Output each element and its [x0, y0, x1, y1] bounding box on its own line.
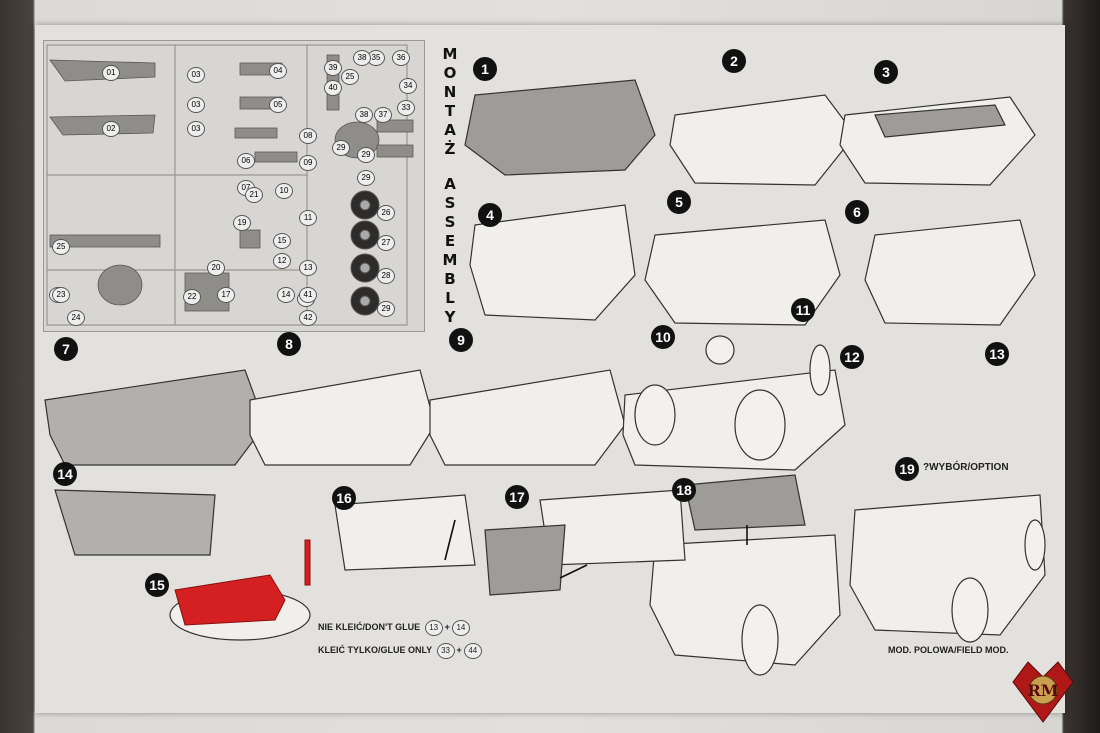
sprue-part-label: 29 — [357, 147, 375, 163]
sprue-part-label: 04 — [269, 63, 287, 79]
sprue-part-label: 23 — [52, 287, 70, 303]
sprue-part-label: 03 — [187, 97, 205, 113]
sprue-part-label: 28 — [377, 268, 395, 284]
sprue-part-label: 26 — [377, 205, 395, 221]
sprue-part-label: 34 — [399, 78, 417, 94]
sprue-part-label: 38 — [355, 107, 373, 123]
part-ref-13: 13 — [424, 620, 443, 636]
sprue-part-label: 06 — [237, 153, 255, 169]
step-badge-18: 18 — [672, 478, 696, 502]
sprue-part-label: 37 — [374, 107, 392, 123]
step-badge-12: 12 — [840, 345, 864, 369]
sprue-part-label: 19 — [233, 215, 251, 231]
sprue-part-label: 09 — [299, 155, 317, 171]
sprue-part-label: 10 — [275, 183, 293, 199]
step-badge-2: 2 — [722, 49, 746, 73]
part-ref-44: 44 — [463, 643, 482, 659]
step-badge-3: 3 — [874, 60, 898, 84]
sprue-part-label: 29 — [332, 140, 350, 156]
sprue-part-label: 39 — [324, 60, 342, 76]
field-mod-label: MOD. POLOWA/FIELD MOD. — [888, 645, 1009, 655]
sprue-part-label: 29 — [357, 170, 375, 186]
part-ref-33: 33 — [436, 643, 455, 659]
sprue-part-label: 05 — [269, 97, 287, 113]
sprue-part-label: 24 — [67, 310, 85, 326]
step-badge-10: 10 — [651, 325, 675, 349]
sprue-part-label: 02 — [102, 121, 120, 137]
logo-text: RM — [1027, 681, 1058, 700]
dont-glue-note: NIE KLEIĆ/DON'T GLUE 13+14 — [318, 620, 472, 636]
sprue-part-label: 03 — [187, 121, 205, 137]
sprue-part-label: 29 — [377, 301, 395, 317]
sprue-part-label: 08 — [299, 128, 317, 144]
step-badge-17: 17 — [505, 485, 529, 509]
sprue-part-label: 42 — [299, 310, 317, 326]
step-badge-9: 9 — [449, 328, 473, 352]
sprue-part-label: 14 — [277, 287, 295, 303]
step-badge-7: 7 — [54, 337, 78, 361]
sprue-part-label: 13 — [299, 260, 317, 276]
step-badge-16: 16 — [332, 486, 356, 510]
sprue-part-label: 27 — [377, 235, 395, 251]
step-badge-15: 15 — [145, 573, 169, 597]
glue-only-note: KLEIĆ TYLKO/GLUE ONLY 33+44 — [318, 643, 484, 659]
sprue-part-label: 11 — [299, 210, 317, 226]
rm-logo-watermark: RM — [1012, 661, 1074, 723]
sprue-part-label: 22 — [183, 289, 201, 305]
sprue-part-label: 36 — [392, 50, 410, 66]
sprue-part-label: 20 — [207, 260, 225, 276]
step-badge-6: 6 — [845, 200, 869, 224]
sprue-part-label: 25 — [341, 69, 359, 85]
sprue-part-label: 21 — [245, 187, 263, 203]
part-ref-14: 14 — [451, 620, 470, 636]
sprue-part-label: 38 — [353, 50, 371, 66]
step-badge-19: 19 — [895, 457, 919, 481]
step-badge-14: 14 — [53, 462, 77, 486]
sprue-part-label: 15 — [273, 233, 291, 249]
sprue-part-label: 17 — [217, 287, 235, 303]
step-badge-5: 5 — [667, 190, 691, 214]
step-badge-8: 8 — [277, 332, 301, 356]
sprue-part-label: 03 — [187, 67, 205, 83]
step-badge-13: 13 — [985, 342, 1009, 366]
sprue-part-label: 41 — [299, 287, 317, 303]
step-badge-4: 4 — [478, 203, 502, 227]
option-label: ?WYBÓR/OPTION — [923, 462, 1009, 473]
sprue-part-label: 12 — [273, 253, 291, 269]
sprue-part-label: 40 — [324, 80, 342, 96]
step-badge-1: 1 — [473, 57, 497, 81]
sprue-part-label: 33 — [397, 100, 415, 116]
sprue-part-label: 01 — [102, 65, 120, 81]
step-badge-11: 11 — [791, 298, 815, 322]
sprue-part-label: 25 — [52, 239, 70, 255]
